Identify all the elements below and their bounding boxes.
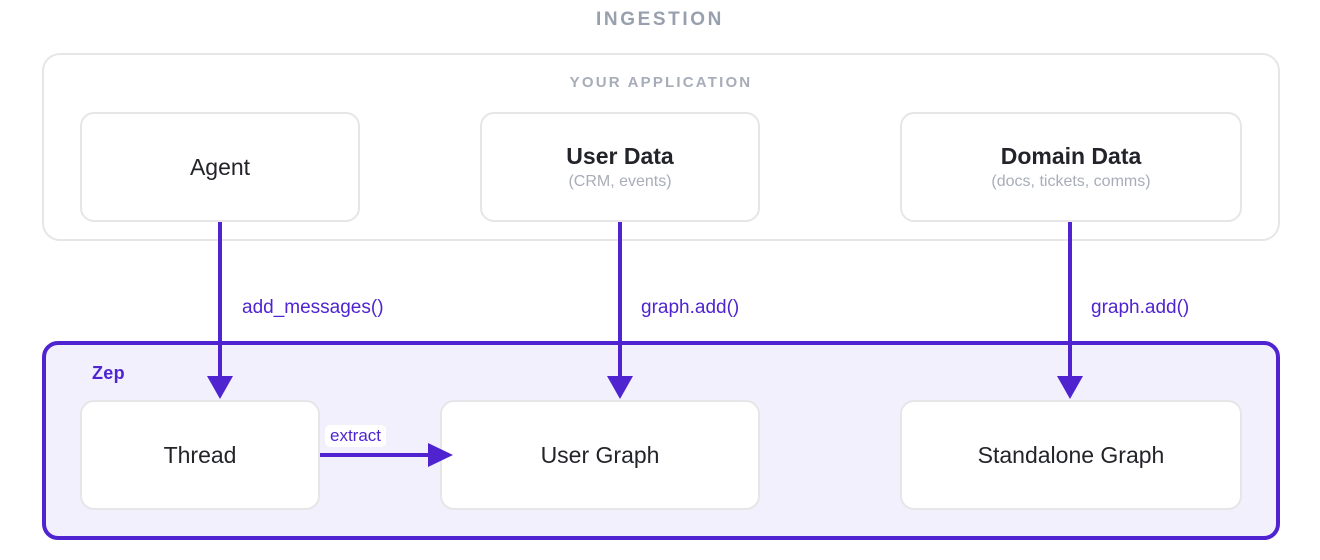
page-title: INGESTION — [596, 9, 724, 30]
node-standalone-graph[interactable]: Standalone Graph — [900, 400, 1242, 510]
node-agent[interactable]: Agent — [80, 112, 360, 222]
arrow-label-extract: extract — [325, 425, 387, 447]
zep-label: Zep — [92, 363, 125, 383]
arrow-label-add-messages: add_messages() — [242, 297, 384, 318]
node-user-data-title: User Data — [566, 142, 674, 169]
node-thread-title: Thread — [163, 441, 237, 468]
node-user-graph-title: User Graph — [540, 441, 660, 468]
node-domain-data[interactable]: Domain Data (docs, tickets, comms) — [900, 112, 1242, 222]
arrow-label-graph-add-domain: graph.add() — [1091, 297, 1190, 318]
node-domain-data-subtitle: (docs, tickets, comms) — [991, 173, 1151, 191]
node-user-data-subtitle: (CRM, events) — [568, 173, 672, 191]
arrow-label-graph-add-user: graph.add() — [641, 297, 740, 318]
node-user-graph[interactable]: User Graph — [440, 400, 760, 510]
node-standalone-graph-title: Standalone Graph — [977, 441, 1165, 468]
node-agent-title: Agent — [189, 153, 251, 180]
node-thread[interactable]: Thread — [80, 400, 320, 510]
your-application-label: YOUR APPLICATION — [569, 74, 753, 91]
node-domain-data-title: Domain Data — [1000, 142, 1142, 169]
node-user-data[interactable]: User Data (CRM, events) — [480, 112, 760, 222]
